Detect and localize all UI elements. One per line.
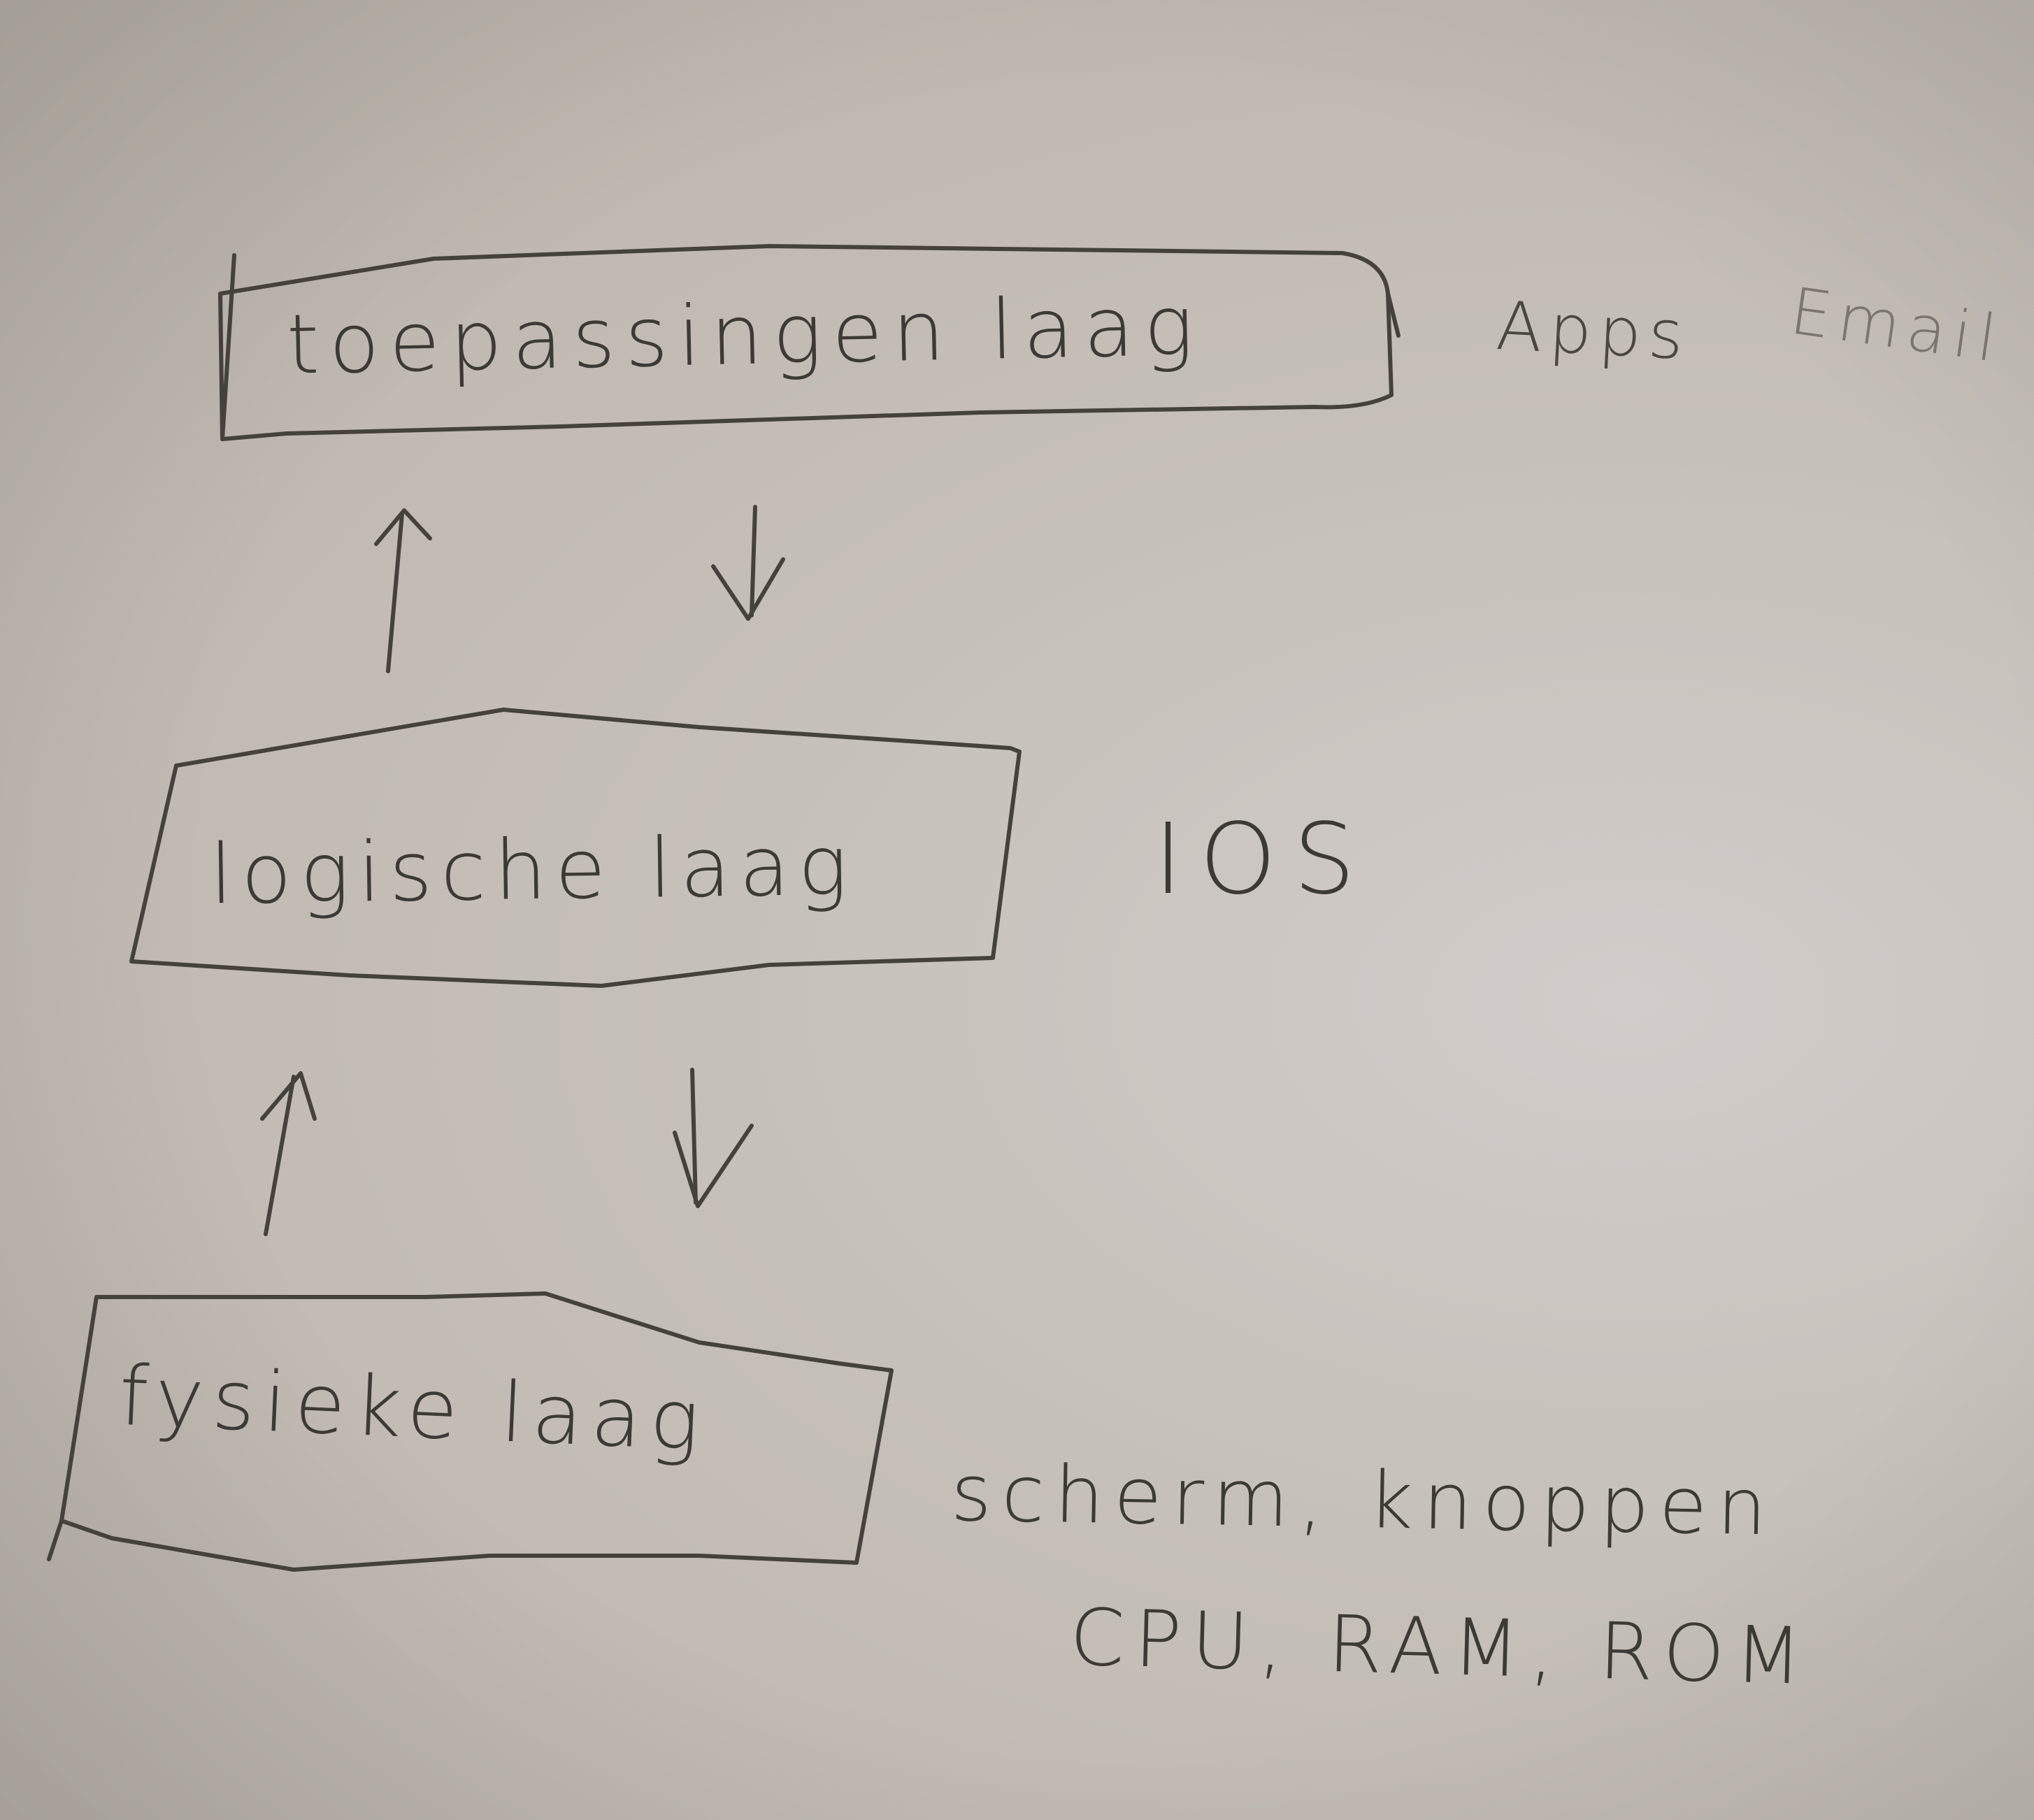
layer-note-bot-hardware: scherm, knoppen xyxy=(950,1447,1777,1554)
arrow-down-mid-to-bot xyxy=(673,1068,754,1208)
arrow-up-bot-to-mid xyxy=(260,1071,317,1236)
layer-label-top: toepassingen laag xyxy=(285,277,1205,393)
layer-note-bot-components: CPU, RAM, ROM xyxy=(1068,1592,1813,1703)
box-top-tick xyxy=(220,253,236,441)
layer-label-mid: logische laag xyxy=(209,817,857,923)
layer-label-bot: fysieke laag xyxy=(117,1347,710,1470)
box-top-corner xyxy=(1386,292,1401,338)
box-top-layer xyxy=(218,244,1394,441)
arrow-down-top-to-mid xyxy=(711,505,785,621)
layer-note-mid-ios: IOS xyxy=(1154,803,1373,917)
box-bot-layer xyxy=(47,1291,894,1572)
layer-note-top-apps: Apps xyxy=(1494,286,1693,375)
box-mid-layer xyxy=(129,708,1022,988)
arrow-up-mid-to-top xyxy=(374,508,432,673)
